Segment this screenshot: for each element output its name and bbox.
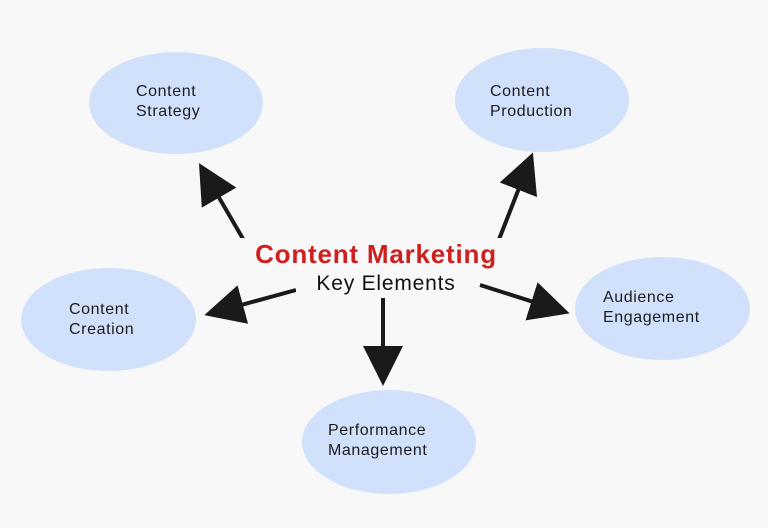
node-content-strategy-label: Content Strategy: [136, 83, 201, 120]
node-audience-engagement: [575, 257, 750, 360]
center-subtitle: Key Elements: [296, 270, 476, 298]
arrow-to-audience-engagement: [479, 282, 570, 321]
arrow-to-content-production: [496, 152, 537, 243]
node-content-production-label: Content Production: [490, 83, 573, 120]
center-title: Content Marketing: [238, 238, 514, 270]
node-content-production: [455, 48, 629, 152]
node-performance-management: [302, 390, 476, 494]
node-content-creation-label: Content Creation: [69, 301, 135, 338]
node-content-strategy: [89, 52, 263, 154]
node-content-creation: [21, 268, 196, 371]
arrow-to-content-creation: [204, 285, 297, 324]
arrow-to-content-strategy: [198, 163, 248, 246]
node-audience-engagement-label: Audience Engagement: [603, 289, 700, 326]
node-performance-management-label: Performance Management: [328, 422, 428, 459]
